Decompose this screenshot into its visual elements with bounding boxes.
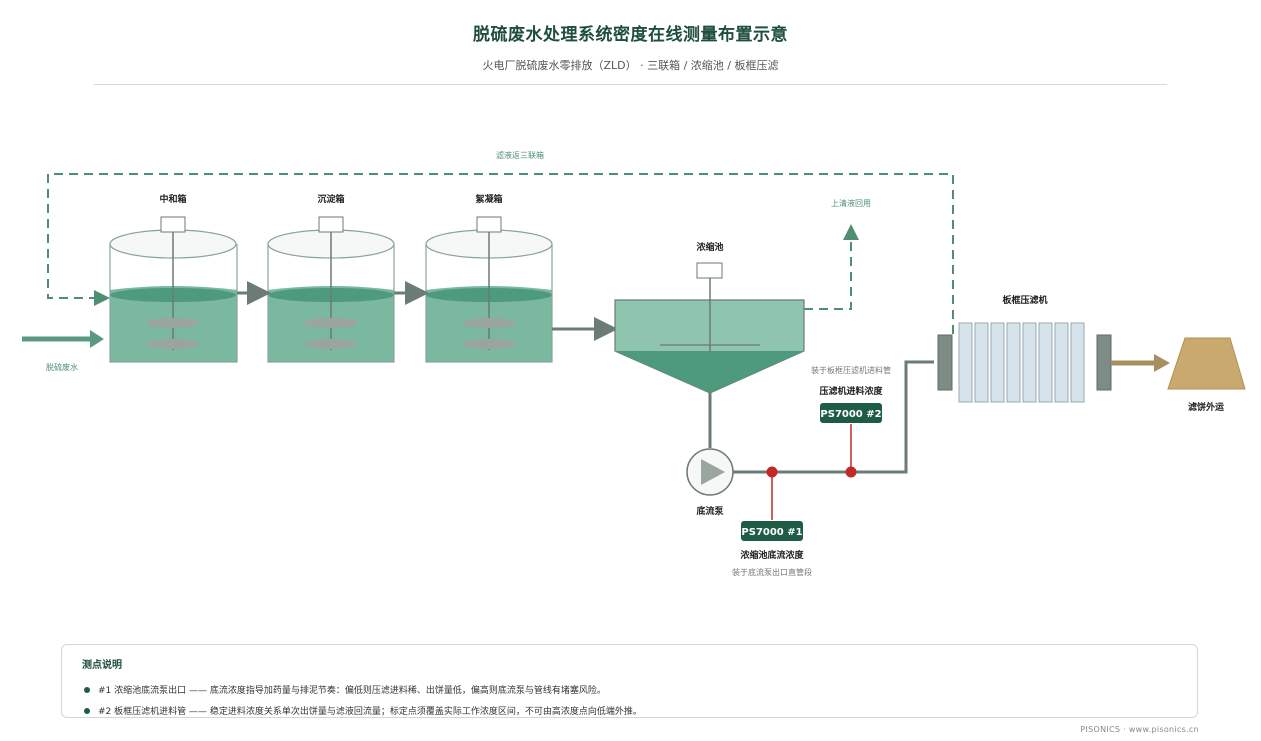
sensor-ps7000-2[interactable] (820, 403, 882, 478)
press-feed-pipe (733, 360, 934, 474)
tank-label-neutralization: 中和箱 (159, 193, 186, 205)
legend-item: #1 浓缩池底流泵出口 —— 底流浓度指导加药量与排泥节奏：偏低则压滤进料稀、出… (84, 683, 606, 696)
sensor-1-caption: 浓缩池底流浓度 (740, 549, 804, 561)
filter-press-label: 板框压滤机 (1002, 294, 1047, 306)
page-subtitle: 火电厂脱硫废水零排放（ZLD） · 三联箱 / 浓缩池 / 板框压滤 (482, 59, 779, 72)
bullet-dot (84, 707, 90, 714)
legend-item: #2 板框压滤机进料管 —— 稳定进料浓度关系单次出饼量与滤液回流量；标定点须覆… (84, 704, 642, 717)
supernatant-label: 上清液回用 (831, 198, 871, 208)
tank-label-settling: 沉淀箱 (317, 193, 344, 205)
page-title: 脱硫废水处理系统密度在线测量布置示意 (473, 25, 788, 45)
legend-title: 测点说明 (82, 660, 122, 671)
sensor-1-badge: PS7000 #1 (741, 527, 802, 538)
inlet-arrow (22, 330, 104, 348)
filter-cake-pile (1167, 337, 1246, 390)
tank-settling (267, 216, 395, 363)
filtrate-return-loop (47, 173, 954, 334)
sensor-ps7000-1[interactable] (741, 466, 803, 542)
tank-neutralization (109, 216, 238, 363)
sensor-1-note: 装于底流泵出口直管段 (732, 567, 812, 577)
header-divider (94, 84, 1167, 85)
legend-item-text: #1 浓缩池底流泵出口 —— 底流浓度指导加药量与排泥节奏：偏低则压滤进料稀、出… (98, 686, 606, 696)
supernatant-reuse-line (804, 224, 859, 310)
measurement-point-legend: 测点说明 #1 浓缩池底流泵出口 —— 底流浓度指导加药量与排泥节奏：偏低则压滤… (61, 644, 1198, 718)
sensor-2-caption: 压滤机进料浓度 (819, 385, 883, 397)
inlet-label: 脱硫废水 (46, 362, 78, 372)
pump-label: 底流泵 (696, 505, 724, 517)
thickener-label: 浓缩池 (696, 241, 723, 253)
footer-brand: PISONICS · www.pisonics.cn (1080, 725, 1199, 734)
sensor-2-badge: PS7000 #2 (820, 409, 881, 420)
return-loop-label: 滤液返三联箱 (496, 150, 544, 160)
bullet-dot (84, 686, 90, 693)
cake-label: 滤饼外运 (1188, 401, 1225, 413)
legend-item-text: #2 板框压滤机进料管 —— 稳定进料浓度关系单次出饼量与滤液回流量；标定点须覆… (98, 707, 642, 717)
tank-connector-pipes (237, 281, 618, 341)
underflow-pump (686, 448, 734, 496)
cake-discharge-arrow (1111, 354, 1170, 372)
thickener (614, 262, 805, 394)
tank-label-flocculation: 絮凝箱 (475, 193, 502, 205)
filter-press (937, 322, 1112, 403)
sensor-2-note: 装于板框压滤机进料管 (811, 365, 891, 375)
tank-flocculation (425, 216, 553, 363)
